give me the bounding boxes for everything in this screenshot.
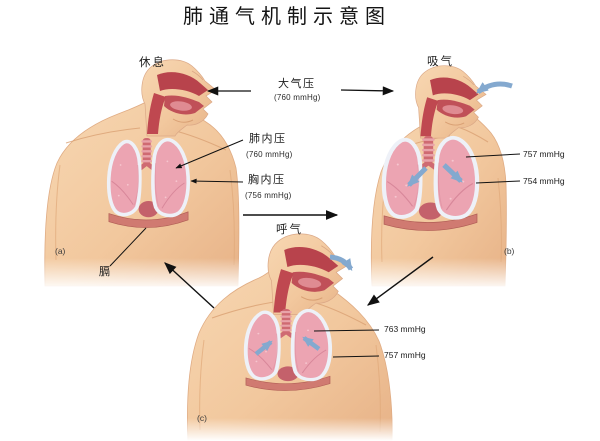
lung-compress-arrow-right [302,336,321,351]
atmosphere-value: (760 mmHg) [274,93,321,102]
figure-rest [38,59,246,290]
lung-pressure-inhale: 757 mmHg [523,149,565,159]
lung-compress-arrow-left [254,340,273,356]
figure-letter-b: (b) [504,246,515,256]
arrow-inhale-to-exhale [367,256,434,306]
pleural-pressure-inhale: 754 mmHg [523,176,565,186]
pointer-lung-pressure-rest [175,139,244,169]
state-label-rest: 休息 [139,57,166,69]
figure-letter-c: (c) [197,413,207,423]
airflow-out-arrow [329,254,354,272]
pointer-pleural-pressure-rest [190,178,244,184]
lung-expand-arrow-left [407,166,428,187]
state-label-inhale: 吸气 [427,56,454,68]
lung-pressure-exhale: 763 mmHg [384,324,426,334]
lung-pressure-value-rest: (760 mmHg) [246,150,293,159]
pointer-pleural-pressure-exhale [332,355,380,358]
pointer-lung-pressure-inhale [465,153,521,158]
pointer-diaphragm [109,227,147,267]
arrow-atmosphere-to-inhale [340,86,395,96]
state-label-exhale: 呼气 [276,224,303,236]
pleural-pressure-exhale: 757 mmHg [384,350,426,360]
diaphragm-label: 膈 [99,266,112,278]
figure-letter-a: (a) [55,246,66,256]
figure-exhale [182,233,398,441]
arrow-exhale-to-rest [164,262,215,309]
lung-pressure-label-rest: 肺内压 [249,133,287,145]
airflow-in-arrow [476,81,513,95]
figure-inhale [368,65,513,290]
lung-expand-arrow-right [442,163,463,183]
pointer-pleural-pressure-inhale [475,180,521,184]
pointer-lung-pressure-exhale [313,329,380,332]
pleural-pressure-value-rest: (756 mmHg) [245,191,292,200]
atmosphere-label: 大气压 [278,78,316,90]
pleural-pressure-label-rest: 胸内压 [248,174,286,186]
diagram-title: 肺通气机制示意图 [183,6,391,28]
